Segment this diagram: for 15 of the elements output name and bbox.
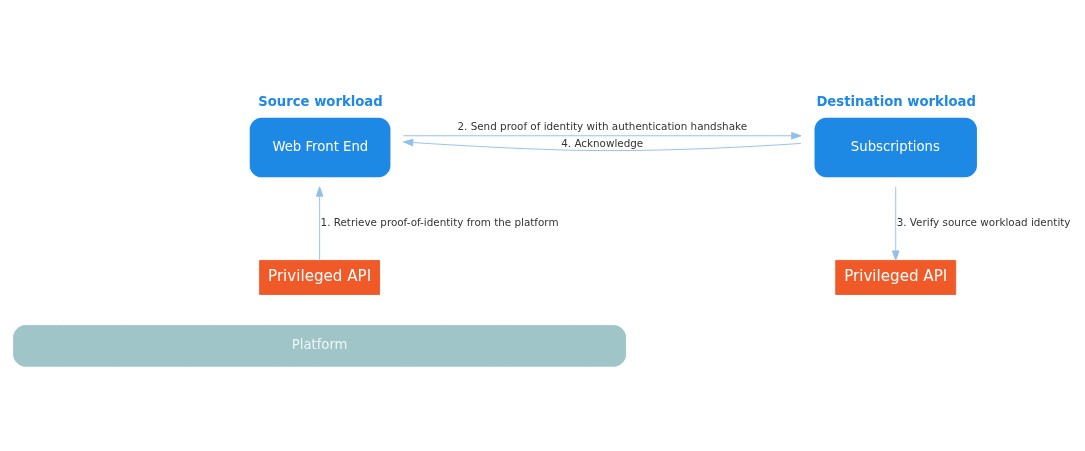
node-label: Source workload <box>258 93 383 109</box>
arrow <box>402 132 802 140</box>
node-box: Web Front End <box>249 117 391 178</box>
node-box: Platform <box>13 325 627 367</box>
edge-label: 4. Acknowledge <box>561 136 644 149</box>
edge-label: 1. Retrieve proof-of-identity from the platform <box>320 216 559 229</box>
arrow <box>402 138 802 152</box>
node-label: Destination workload <box>816 93 976 109</box>
node-box: Privileged API <box>835 259 957 295</box>
edge-label: 3. Verify source workload identity <box>896 216 1071 229</box>
edge-label: 2. Send proof of identity with authentication handshake <box>457 119 748 132</box>
node-box: Subscriptions <box>814 117 977 178</box>
arrow <box>891 186 900 261</box>
arrow <box>315 186 324 261</box>
node-box: Privileged API <box>259 259 381 295</box>
